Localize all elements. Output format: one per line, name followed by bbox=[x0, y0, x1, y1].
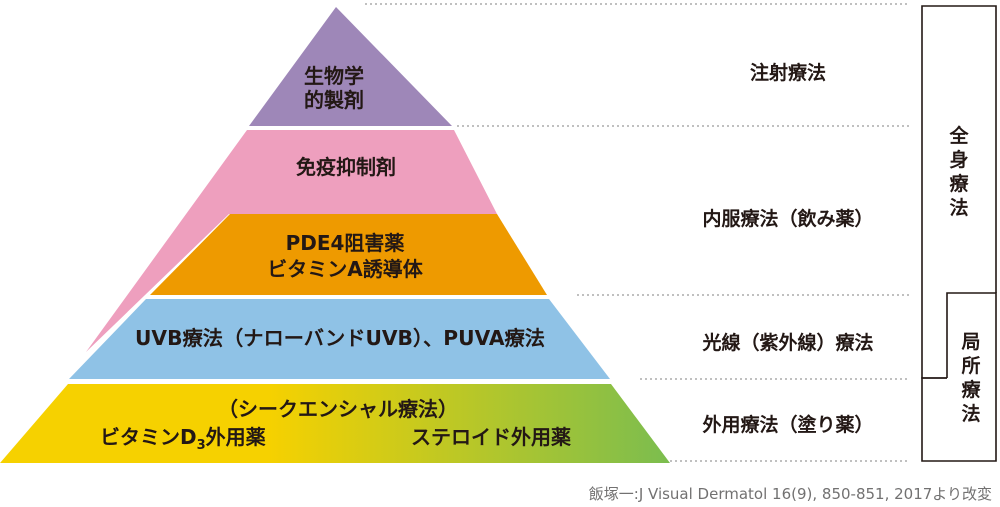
vitamin-d3-suffix: 外用薬 bbox=[206, 425, 266, 449]
therapy-oral: 内服療法（飲み薬） bbox=[702, 208, 874, 230]
phototherapy-label: UVB療法（ナローバンドUVB）、PUVA療法 bbox=[135, 326, 545, 350]
pde4-label-line1: PDE4阻害薬 bbox=[286, 231, 405, 255]
systemic-therapy-label: 全身療法 bbox=[949, 125, 969, 219]
biologics-label-line2: 的製剤 bbox=[304, 88, 364, 112]
tier-topical bbox=[0, 384, 670, 463]
local-therapy-label: 局所療法 bbox=[961, 331, 981, 425]
biologics-label-line1: 生物学 bbox=[304, 64, 364, 88]
sequential-therapy-label: （シークエンシャル療法） bbox=[218, 397, 458, 421]
pde4-label-line2: ビタミンA誘導体 bbox=[267, 257, 423, 281]
therapy-light: 光線（紫外線）療法 bbox=[702, 332, 874, 354]
vitamin-d3-subscript: 3 bbox=[197, 438, 206, 453]
tier-immunosuppressant bbox=[86, 130, 497, 352]
therapy-topical: 外用療法（塗り薬） bbox=[702, 414, 874, 436]
therapy-injection: 注射療法 bbox=[749, 62, 827, 84]
citation: 飯塚一:J Visual Dermatol 16(9), 850-851, 20… bbox=[588, 485, 992, 503]
tier-phototherapy bbox=[69, 299, 610, 379]
steroid-topical-label: ステロイド外用薬 bbox=[411, 425, 571, 449]
vitamin-d3-label: ビタミンD3外用薬 bbox=[100, 425, 266, 453]
immunosuppressant-label: 免疫抑制剤 bbox=[296, 155, 396, 179]
tier-pde4 bbox=[150, 214, 547, 295]
tier-biologics bbox=[249, 7, 452, 126]
vitamin-d3-prefix: ビタミンD bbox=[100, 425, 197, 449]
local-bracket bbox=[921, 292, 997, 462]
